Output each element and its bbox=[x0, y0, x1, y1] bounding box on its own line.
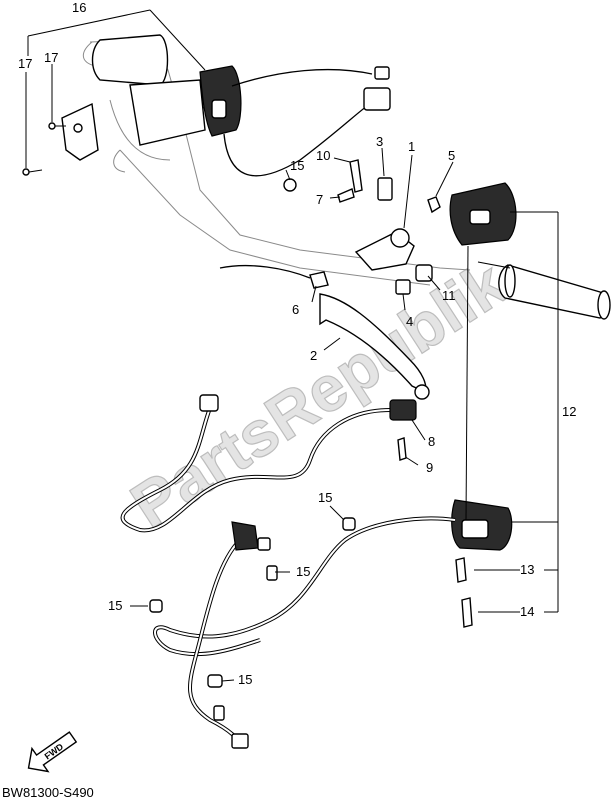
fwd-arrow: FWD bbox=[27, 731, 78, 773]
callout-15-b: 15 bbox=[318, 490, 332, 505]
callout-1: 1 bbox=[408, 139, 415, 154]
callout-10: 10 bbox=[316, 148, 330, 163]
callout-17: 17 bbox=[44, 50, 58, 65]
callout-8: 8 bbox=[428, 434, 435, 449]
callout-4: 4 bbox=[406, 314, 413, 329]
callout-15-e: 15 bbox=[238, 672, 252, 687]
callout-17-b: 17 bbox=[18, 56, 32, 71]
callout-3: 3 bbox=[376, 134, 383, 149]
left-grip-assembly bbox=[22, 34, 391, 177]
leader-lines bbox=[25, 9, 559, 682]
callout-2: 2 bbox=[310, 348, 317, 363]
callout-15-a: 15 bbox=[290, 158, 304, 173]
callout-15-c: 15 bbox=[296, 564, 310, 579]
callout-12: 12 bbox=[562, 404, 576, 419]
callout-11: 11 bbox=[442, 288, 456, 303]
callout-5: 5 bbox=[448, 148, 455, 163]
diagram-code: BW81300-S490 bbox=[2, 785, 94, 800]
callout-9: 9 bbox=[426, 460, 433, 475]
clutch-lever-assembly bbox=[219, 159, 441, 400]
callout-7: 7 bbox=[316, 192, 323, 207]
callout-13: 13 bbox=[520, 562, 534, 577]
wiring-harness bbox=[120, 178, 456, 749]
callout-15-d: 15 bbox=[108, 598, 122, 613]
right-grip-assembly bbox=[449, 182, 611, 320]
right-switch-assembly bbox=[451, 499, 513, 628]
callout-14: 14 bbox=[520, 604, 534, 619]
callouts: 16 17 17 1 3 5 10 15 7 6 4 11 2 12 8 9 1… bbox=[18, 0, 576, 687]
callout-6: 6 bbox=[292, 302, 299, 317]
callout-16: 16 bbox=[72, 0, 86, 15]
